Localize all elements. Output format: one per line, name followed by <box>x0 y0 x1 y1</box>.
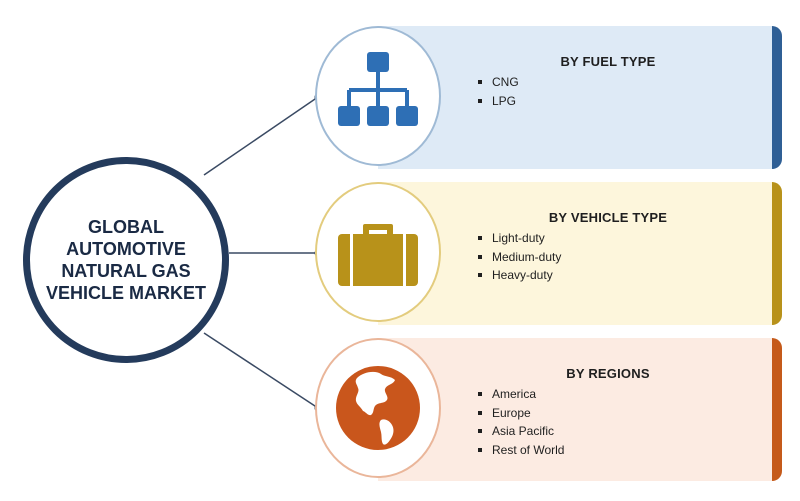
list-item: Rest of World <box>478 441 564 460</box>
list-item: Europe <box>478 404 564 423</box>
vehicle-type-list: Light-duty Medium-duty Heavy-duty <box>478 229 561 285</box>
fuel-type-card: BY FUEL TYPE CNG LPG <box>378 26 782 169</box>
regions-card: BY REGIONS America Europe Asia Pacific R… <box>378 338 782 481</box>
hierarchy-icon <box>338 52 418 126</box>
list-item: Heavy-duty <box>478 266 561 285</box>
fuel-type-list: CNG LPG <box>478 73 519 110</box>
list-item: CNG <box>478 73 519 92</box>
card-edge <box>772 182 782 325</box>
list-item: Medium-duty <box>478 248 561 267</box>
connector-regions <box>203 332 319 409</box>
list-item: LPG <box>478 92 519 111</box>
globe-icon <box>336 366 420 450</box>
vehicle-type-icon-circle <box>315 182 441 322</box>
list-item: America <box>478 385 564 404</box>
list-item: Asia Pacific <box>478 422 564 441</box>
card-edge <box>772 338 782 481</box>
regions-title: BY REGIONS <box>566 366 650 381</box>
connector-fuel <box>203 96 319 176</box>
briefcase-icon <box>338 224 418 286</box>
vehicle-type-title: BY VEHICLE TYPE <box>548 210 668 225</box>
regions-list: America Europe Asia Pacific Rest of Worl… <box>478 385 564 459</box>
vehicle-type-card: BY VEHICLE TYPE Light-duty Medium-duty H… <box>378 182 782 325</box>
main-title: GLOBAL AUTOMOTIVE NATURAL GAS VEHICLE MA… <box>45 217 206 303</box>
list-item: Light-duty <box>478 229 561 248</box>
fuel-type-icon-circle <box>315 26 441 166</box>
main-topic-circle: GLOBAL AUTOMOTIVE NATURAL GAS VEHICLE MA… <box>23 157 229 363</box>
fuel-type-title: BY FUEL TYPE <box>560 54 656 69</box>
regions-icon-circle <box>315 338 441 478</box>
card-edge <box>772 26 782 169</box>
